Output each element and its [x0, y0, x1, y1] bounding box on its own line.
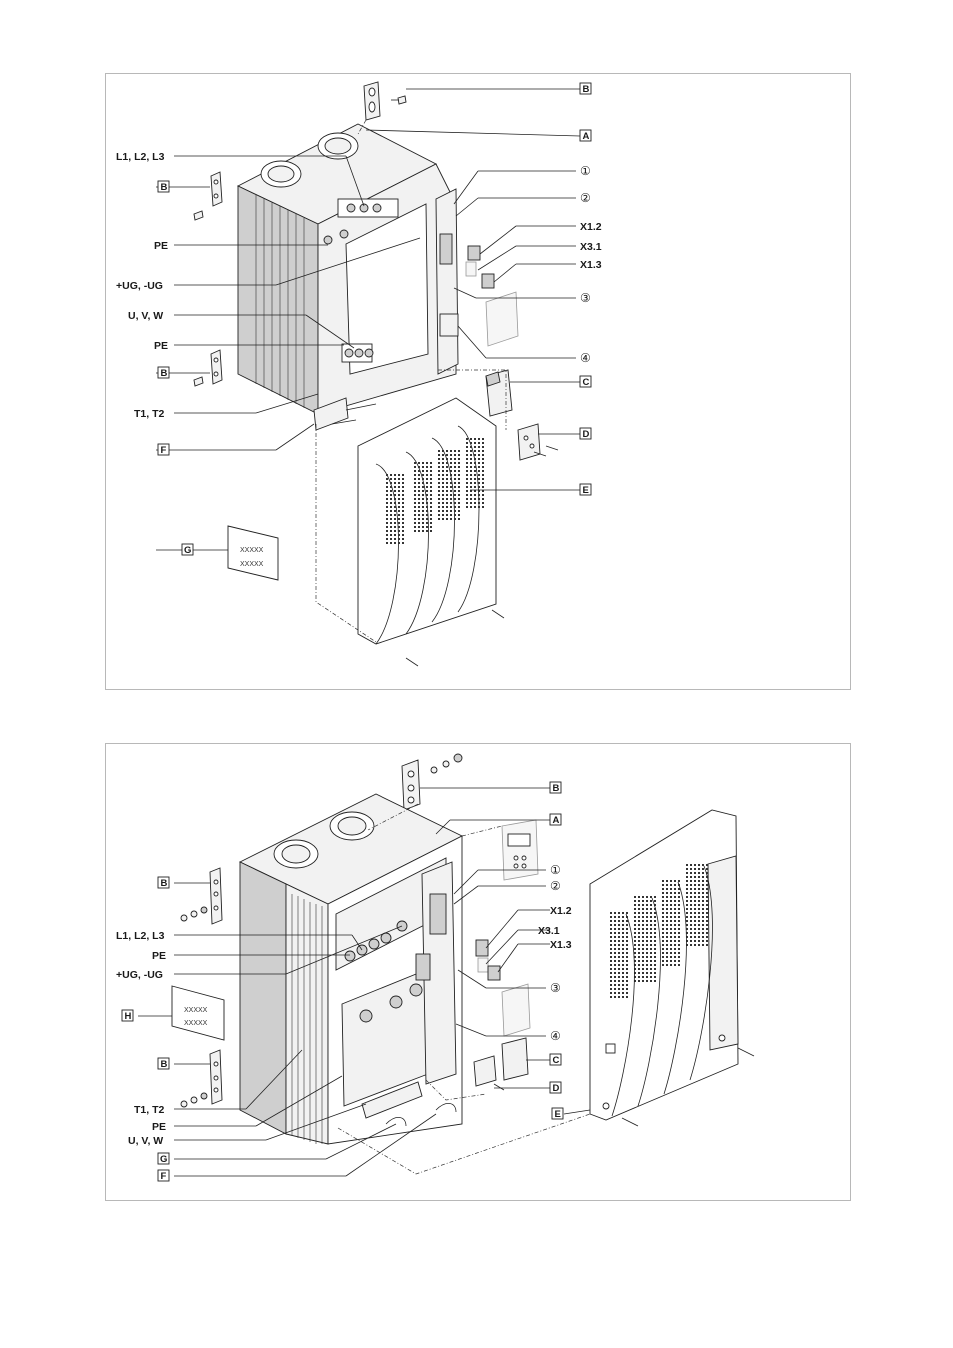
callout-4: ④	[550, 1029, 561, 1043]
keypad-module	[502, 820, 538, 880]
mounting-bracket-left-lower	[181, 1050, 222, 1107]
box-label-c: C	[553, 1055, 560, 1066]
box-label-c: C	[583, 377, 590, 388]
callout-l1-l2-l3: L1, L2, L3	[116, 930, 165, 942]
box-label-b: B	[553, 783, 560, 794]
mounting-bracket-left-upper	[194, 172, 222, 220]
box-label-g: G	[160, 1154, 167, 1165]
mounting-bracket-top	[402, 754, 462, 810]
callout-pe: PE	[154, 340, 168, 352]
drive-housing-bottom	[240, 794, 462, 1144]
terminal-x1-2: X1.2	[550, 905, 572, 917]
mounting-bracket-left-lower	[194, 350, 222, 386]
box-label-f: F	[161, 1171, 167, 1182]
exploded-diagram-bottom: XXXXX XXXXX	[106, 744, 850, 1200]
box-label-f: F	[161, 445, 167, 456]
module-d	[474, 1056, 504, 1090]
exploded-diagram-top: XXXXX XXXXX L1, L2, L3 PE +UG, -UG U, V,…	[106, 74, 850, 689]
terminal-x3-1: X3.1	[538, 925, 560, 937]
exploded-view-panel-bottom: XXXXX XXXXX	[105, 743, 851, 1201]
front-cover	[358, 398, 496, 644]
label-sheet-text: XXXXX	[240, 547, 264, 554]
label-sheet-h: XXXXX XXXXX	[172, 986, 224, 1040]
box-label-e: E	[555, 1109, 561, 1120]
module-d	[518, 424, 558, 460]
terminal-x1-2: X1.2	[580, 221, 602, 233]
callout-1: ①	[580, 164, 591, 178]
callout-2: ②	[580, 191, 591, 205]
box-label-e: E	[583, 485, 589, 496]
terminal-x1-3: X1.3	[580, 259, 602, 271]
callout-t1-t2: T1, T2	[134, 1104, 165, 1116]
callout-ug: +UG, -UG	[116, 969, 163, 981]
label-sheet-g: XXXXX XXXXX	[228, 526, 278, 580]
label-sheet-text: XXXXX	[184, 1020, 208, 1027]
box-label-b: B	[161, 1059, 168, 1070]
callout-3: ③	[580, 291, 591, 305]
label-sheet-text: XXXXX	[184, 1007, 208, 1014]
callout-pe: PE	[154, 240, 168, 252]
box-label-d: D	[583, 429, 590, 440]
callout-2: ②	[550, 879, 561, 893]
box-label-b: B	[161, 878, 168, 889]
box-label-b: B	[161, 182, 168, 193]
callout-t1-t2: T1, T2	[134, 408, 165, 420]
box-label-b: B	[161, 368, 168, 379]
box-label-b: B	[583, 84, 590, 95]
callout-1: ①	[550, 863, 561, 877]
label-sheet-text: XXXXX	[240, 561, 264, 568]
callout-pe: PE	[152, 1121, 166, 1133]
callout-pe: PE	[152, 950, 166, 962]
callout-u-v-w: U, V, W	[128, 1135, 163, 1147]
front-cover	[590, 810, 754, 1126]
box-label-h: H	[125, 1011, 132, 1022]
module-c	[502, 1038, 528, 1080]
module-c	[486, 370, 512, 416]
callout-ug: +UG, -UG	[116, 280, 163, 292]
drive-housing-top	[238, 124, 458, 414]
box-label-a: A	[583, 131, 590, 142]
callout-3: ③	[550, 981, 561, 995]
exploded-view-panel-top: XXXXX XXXXX L1, L2, L3 PE +UG, -UG U, V,…	[105, 73, 851, 690]
callout-4: ④	[580, 351, 591, 365]
mounting-bracket-left-upper	[181, 868, 222, 924]
terminal-x1-3: X1.3	[550, 939, 572, 951]
terminal-x3-1: X3.1	[580, 241, 602, 253]
callout-u-v-w: U, V, W	[128, 310, 163, 322]
box-label-g: G	[184, 545, 191, 556]
callout-l1-l2-l3: L1, L2, L3	[116, 151, 165, 163]
box-label-d: D	[553, 1083, 560, 1094]
box-label-a: A	[553, 815, 560, 826]
mounting-bracket-top	[364, 82, 406, 120]
